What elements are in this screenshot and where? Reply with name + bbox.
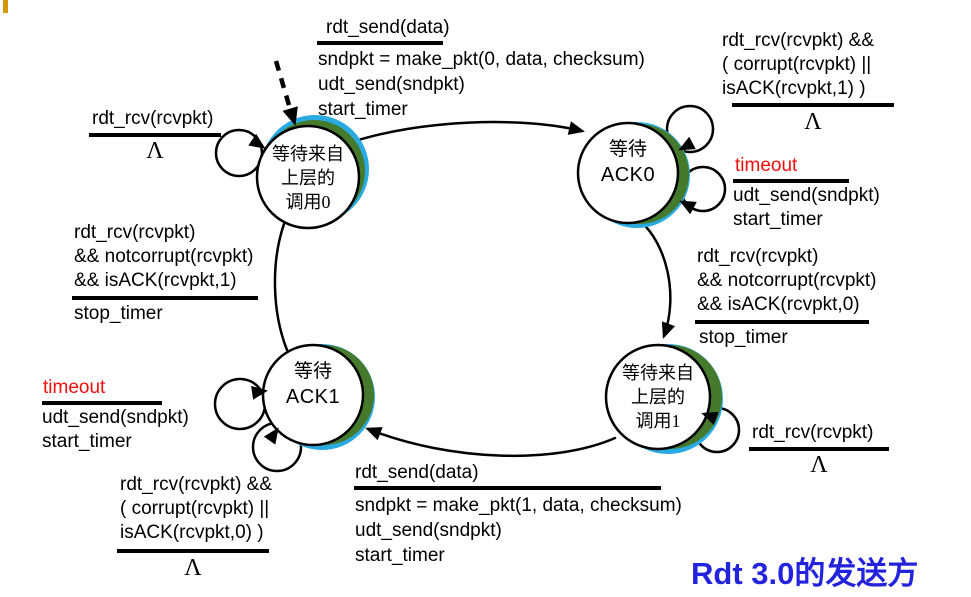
lambda-text: Λ <box>804 109 822 135</box>
state-wait-call1-circle <box>604 343 723 454</box>
action-text: udt_send(sndpkt) <box>355 520 502 541</box>
event-text: && notcorrupt(rcvpkt) <box>74 246 254 267</box>
state-text-line: 调用1 <box>635 411 681 431</box>
state-text-line: 等待 <box>608 139 647 160</box>
initial-state-arrow <box>273 60 298 126</box>
label-call1-send: rdt_send(data) sndpkt = make_pkt(1, data… <box>354 461 682 568</box>
timeout-text: timeout <box>735 155 798 176</box>
event-text: ( corrupt(rcvpkt) || <box>722 54 872 75</box>
lambda-text: Λ <box>184 555 202 581</box>
event-text: rdt_rcv(rcvpkt) <box>92 108 214 129</box>
label-call1-selfloop: rdt_rcv(rcvpkt) Λ <box>749 421 889 479</box>
event-text: rdt_rcv(rcvpkt) && <box>120 474 273 495</box>
state-wait-ack0-circle <box>576 121 690 228</box>
lambda-text: Λ <box>146 138 164 164</box>
label-ack1-timeout: timeout udt_send(sndpkt) start_timer <box>42 376 189 454</box>
state-text-line: 调用0 <box>285 192 331 212</box>
state-text-line: ACK1 <box>285 386 341 408</box>
curve-ack0-to-call1 <box>638 219 672 338</box>
action-text: stop_timer <box>74 303 163 324</box>
arrowhead-ack1-lower-loop <box>263 427 279 445</box>
action-text: start_timer <box>355 545 445 566</box>
action-text: stop_timer <box>699 327 788 348</box>
arrowhead-ack0-lower-loop <box>679 200 697 215</box>
fraction-bar <box>89 133 221 137</box>
action-text: udt_send(sndpkt) <box>733 185 880 206</box>
state-text-line: 等待 <box>293 361 332 382</box>
label-ack1-selfloop: rdt_rcv(rcvpkt) && ( corrupt(rcvpkt) || … <box>117 473 273 582</box>
state-text-line: 等待来自 <box>272 144 344 164</box>
arrowhead-into-ack1 <box>365 427 383 441</box>
arrowhead-call1-selfloop <box>701 411 719 426</box>
fraction-bar <box>354 486 661 490</box>
ack0-upper-selfloop-arc <box>665 104 715 154</box>
state-wait-call0-circle <box>255 115 369 230</box>
label-ack0-timeout: timeout udt_send(sndpkt) start_timer <box>733 154 880 232</box>
fraction-bar <box>117 549 269 553</box>
arrowhead-ack0-upper-loop <box>678 136 696 151</box>
state-text-line: 等待来自 <box>622 363 694 383</box>
curve-call1-to-ack1 <box>366 427 617 458</box>
transition-curves <box>273 120 672 458</box>
slide-title-cjk: 的发送方 <box>794 556 919 591</box>
label-ack0-selfloop: rdt_rcv(rcvpkt) && ( corrupt(rcvpkt) || … <box>722 29 894 136</box>
lambda-text: Λ <box>810 452 828 478</box>
curve-call0-to-ack0 <box>350 120 584 144</box>
event-text: && notcorrupt(rcvpkt) <box>697 270 877 291</box>
action-text: start_timer <box>318 99 408 120</box>
arrowhead-into-ack0 <box>567 121 585 135</box>
event-text: rdt_rcv(rcvpkt) && <box>722 30 875 51</box>
event-text: isACK(rcvpkt,1) ) <box>722 78 866 99</box>
fraction-bar <box>317 41 443 45</box>
fraction-bar <box>695 320 869 324</box>
action-text: udt_send(sndpkt) <box>42 407 189 428</box>
label-call0-send: rdt_send(data) sndpkt = make_pkt(0, data… <box>317 16 645 122</box>
event-text: rdt_send(data) <box>355 462 479 483</box>
curve-ack1-to-call0 <box>273 222 289 352</box>
fraction-bar <box>732 103 894 107</box>
event-text: && isACK(rcvpkt,0) <box>697 294 860 315</box>
state-wait-call1-label: 等待来自 上层的 调用1 <box>598 361 718 433</box>
state-wait-ack1-circle <box>261 343 375 450</box>
event-text: && isACK(rcvpkt,1) <box>74 270 237 291</box>
event-text: isACK(rcvpkt,0) ) <box>120 522 264 543</box>
arrowhead-call0-selfloop <box>248 133 266 149</box>
arrowhead-ack1-upper-loop <box>251 385 268 400</box>
state-text-line: 上层的 <box>281 168 335 188</box>
fraction-bar <box>72 296 258 300</box>
fraction-bar <box>42 401 162 405</box>
fraction-bar <box>749 447 889 451</box>
action-text: start_timer <box>733 209 823 230</box>
slide-title-latin: Rdt 3.0 <box>691 556 795 591</box>
state-text-line: 上层的 <box>631 387 685 407</box>
event-text: rdt_send(data) <box>326 17 450 38</box>
state-wait-ack1-label: 等待 ACK1 <box>253 360 373 410</box>
action-text: start_timer <box>42 431 132 452</box>
label-ack1-to-call0: rdt_rcv(rcvpkt) && notcorrupt(rcvpkt) &&… <box>72 221 258 326</box>
arrowheads <box>248 121 719 445</box>
label-call0-selfloop: rdt_rcv(rcvpkt) Λ <box>89 107 221 165</box>
slide-title: Rdt 3.0的发送方 <box>691 548 918 593</box>
action-text: udt_send(sndpkt) <box>318 74 465 95</box>
action-text: sndpkt = make_pkt(0, data, checksum) <box>318 49 645 70</box>
event-text: rdt_rcv(rcvpkt) <box>74 222 196 243</box>
state-wait-ack0-label: 等待 ACK0 <box>568 138 688 188</box>
corner-tick <box>3 0 8 13</box>
state-circles <box>255 115 723 454</box>
event-text: rdt_rcv(rcvpkt) <box>752 422 874 443</box>
label-ack0-to-call1: rdt_rcv(rcvpkt) && notcorrupt(rcvpkt) &&… <box>695 245 877 350</box>
action-text: sndpkt = make_pkt(1, data, checksum) <box>355 495 682 516</box>
state-wait-call0-label: 等待来自 上层的 调用0 <box>248 142 368 214</box>
fraction-bar <box>733 179 849 183</box>
state-text-line: ACK0 <box>600 164 656 186</box>
event-text: rdt_rcv(rcvpkt) <box>697 246 819 267</box>
event-text: ( corrupt(rcvpkt) || <box>120 498 270 519</box>
arrowhead-into-call1 <box>661 321 676 339</box>
timeout-text: timeout <box>43 377 106 398</box>
